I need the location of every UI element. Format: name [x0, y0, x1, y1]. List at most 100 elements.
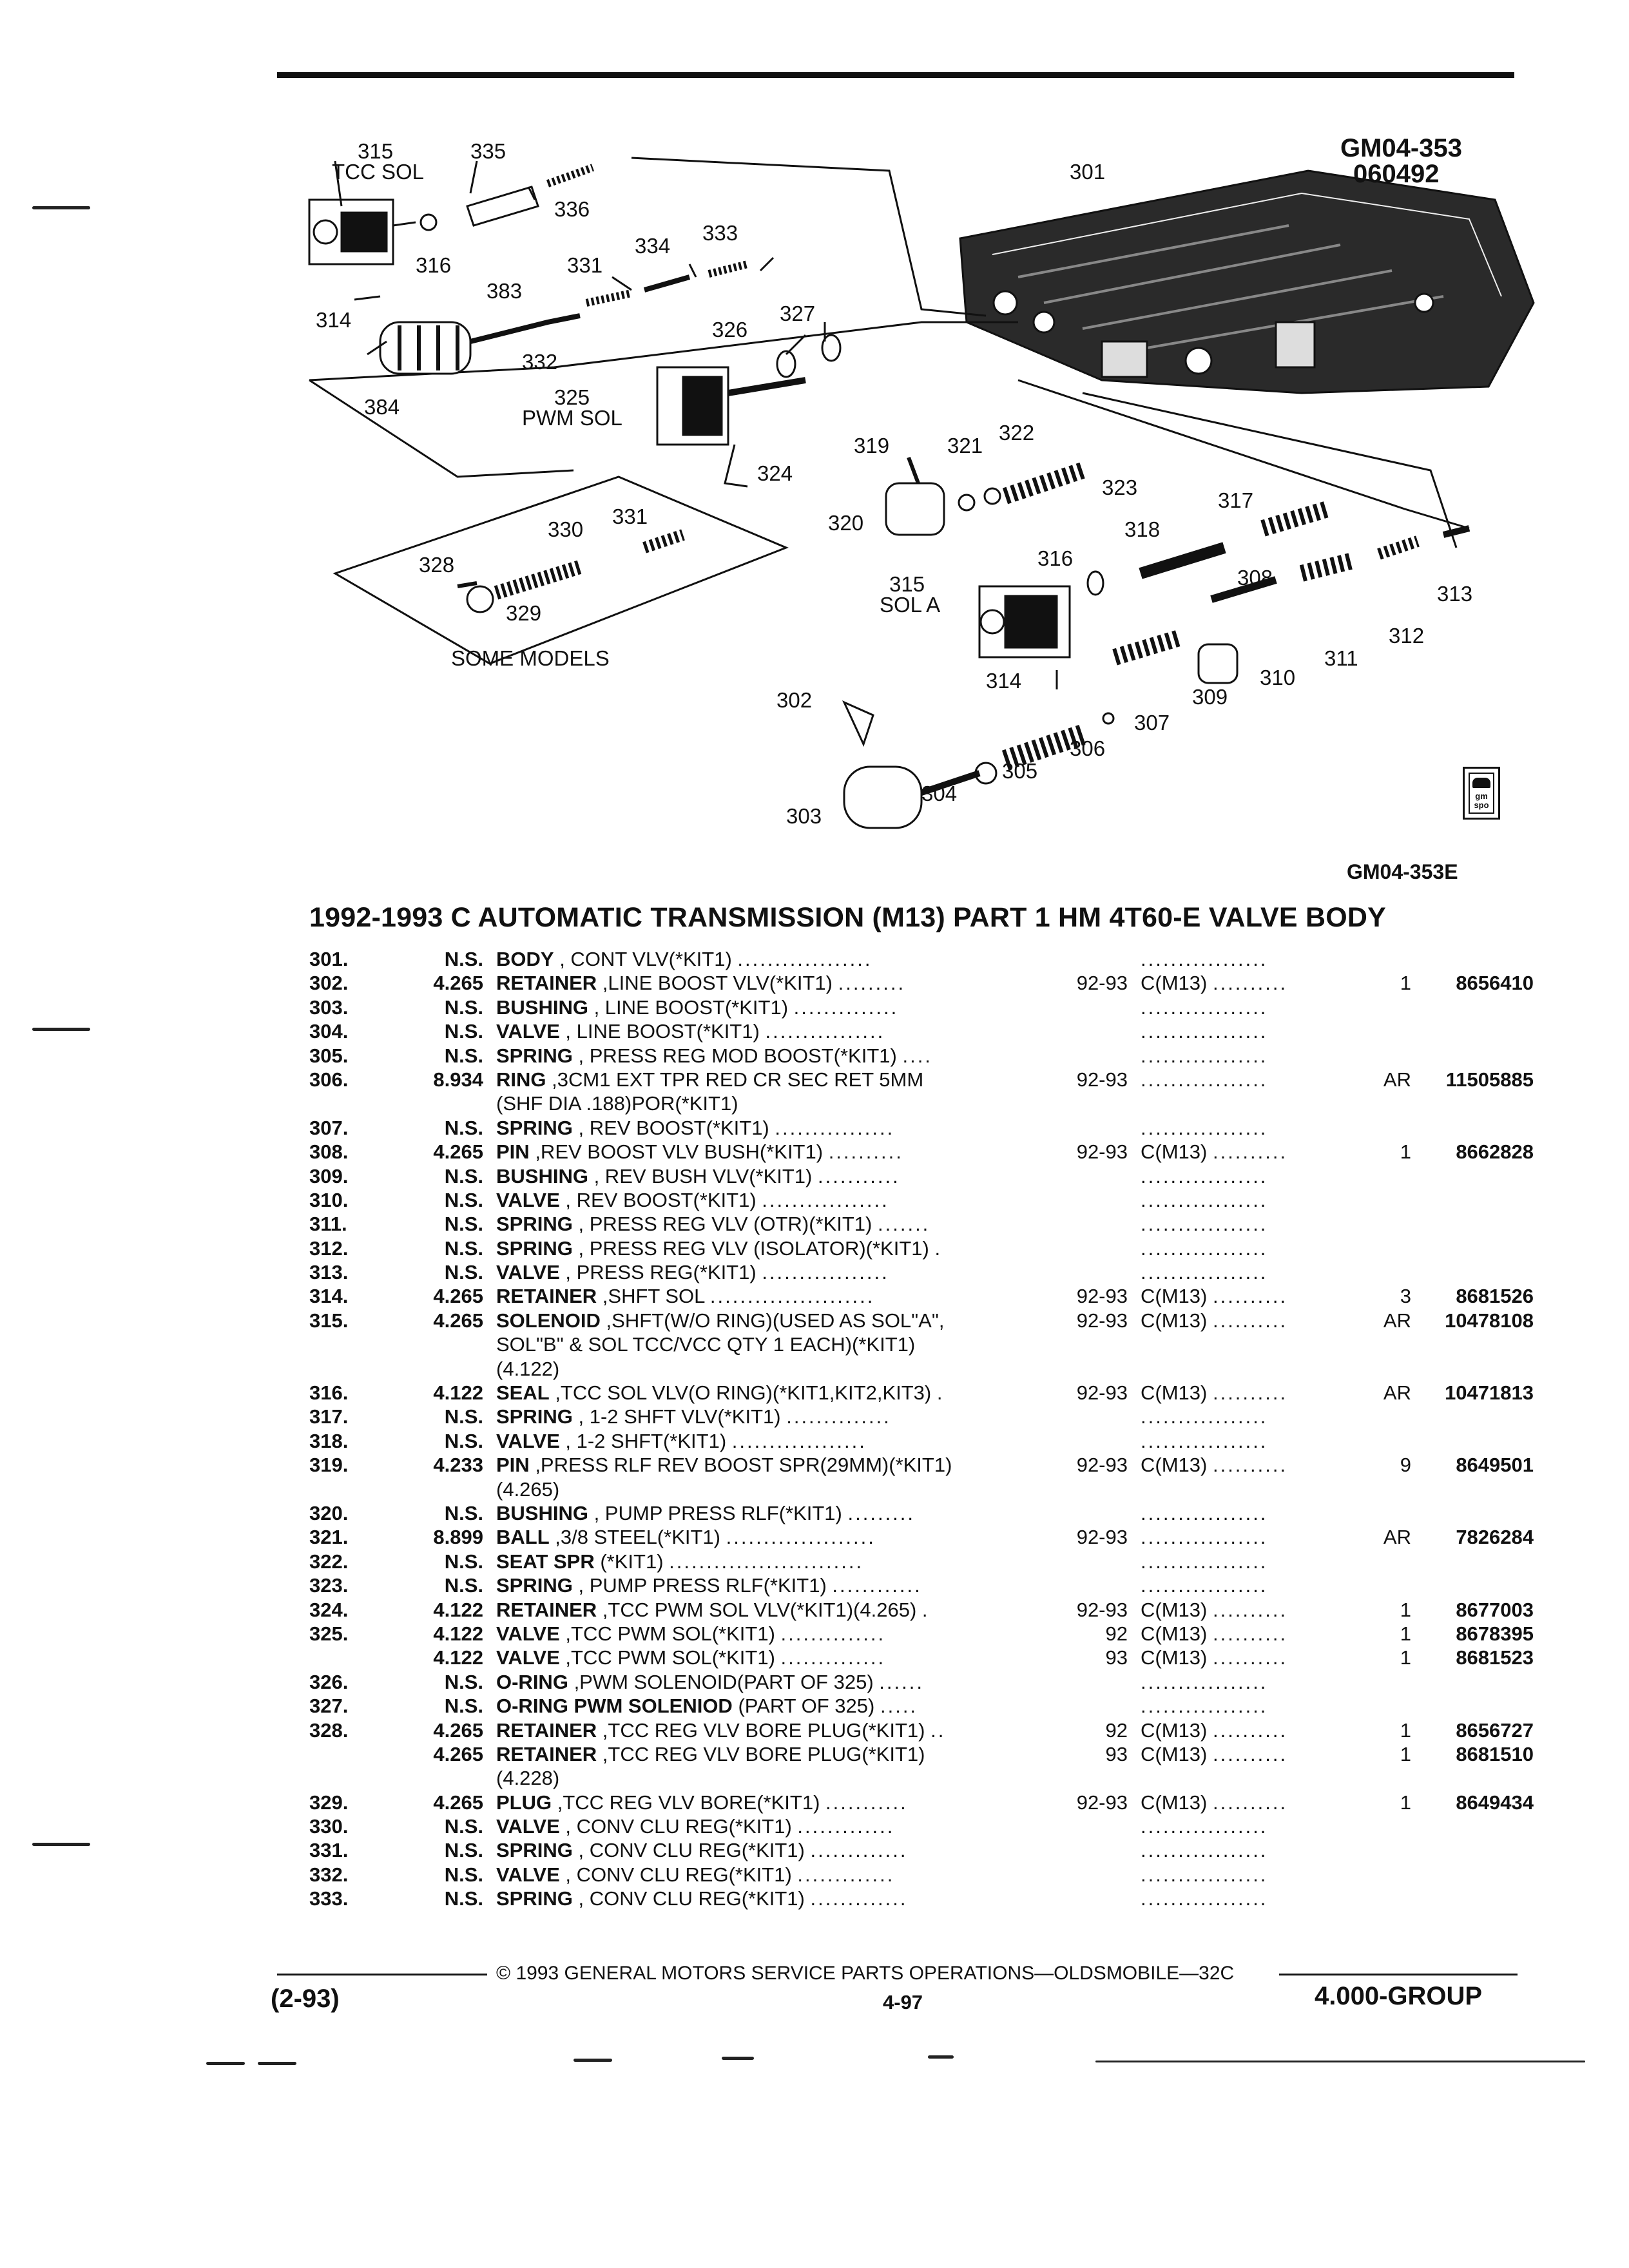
- part-desc-text: (PART OF 325): [738, 1695, 875, 1718]
- parts-row: 322.N.S.SEAT SPR (*KIT1) ...............…: [309, 1550, 1534, 1573]
- callout-331-inset: 331: [612, 505, 648, 528]
- callout-tcc-sol-label: TCC SOL: [332, 160, 425, 184]
- part-description: VALVE ,TCC PWM SOL(*KIT1) ..............: [496, 1646, 885, 1669]
- part-desc-text: , REV BOOST(*KIT1): [565, 1188, 757, 1211]
- callout-308: 308: [1237, 566, 1273, 590]
- part-desc-text: (4.228): [496, 1767, 560, 1790]
- part-item-number: 301.: [309, 948, 349, 970]
- part-model-dots: .................: [1141, 1863, 1268, 1886]
- part-model: .................: [1141, 1814, 1268, 1838]
- part-leader-dots: ...........: [825, 1791, 908, 1814]
- part-description: SPRING , PRESS REG MOD BOOST(*KIT1) ....: [496, 1044, 932, 1068]
- part-item-number: 302.: [309, 972, 349, 995]
- part-model-dots: .................: [1141, 1236, 1268, 1260]
- part-quantity: AR: [1383, 1381, 1411, 1405]
- part-model: C(M13) ..........: [1141, 1453, 1287, 1477]
- part-description: BUSHING , PUMP PRESS RLF(*KIT1) ........…: [496, 1501, 915, 1525]
- gm-spo-logo: gm spo: [1463, 767, 1500, 820]
- part-description: RETAINER ,TCC PWM SOL VLV(*KIT1)(4.265) …: [496, 1598, 930, 1622]
- part-model-code: C(M13): [1141, 972, 1208, 995]
- callout-314-tcc: 314: [316, 308, 352, 332]
- part-desc-text: ,TCC REG VLV BORE PLUG(*KIT1): [602, 1742, 925, 1765]
- part-description: SPRING , 1-2 SHFT VLV(*KIT1) ...........…: [496, 1405, 891, 1428]
- part-model-dots: .................: [1141, 1429, 1268, 1452]
- part-desc-text: , CONV CLU REG(*KIT1): [565, 1863, 792, 1886]
- parts-row: 332.N.S.VALVE , CONV CLU REG(*KIT1) ....…: [309, 1863, 1534, 1887]
- part-desc-text: , PRESS REG VLV (ISOLATOR)(*KIT1): [578, 1236, 929, 1260]
- part-name: SPRING: [496, 1405, 573, 1428]
- part-leader-dots: .....: [880, 1695, 918, 1718]
- part-year: 93: [1105, 1646, 1128, 1669]
- part-group-number: 4.122: [433, 1646, 483, 1669]
- callout-324: 324: [757, 461, 793, 485]
- part-group-number: N.S.: [444, 1550, 483, 1573]
- part-desc-text: ,TCC SOL VLV(O RING)(*KIT1,KIT2,KIT3): [555, 1381, 932, 1405]
- part-name: SPRING: [496, 1236, 573, 1260]
- part-model: C(M13) ..........: [1141, 1309, 1287, 1332]
- part-name: BALL: [496, 1526, 550, 1549]
- part-leader-dots: ..............: [786, 1405, 891, 1428]
- part-year: 92-93: [1076, 1285, 1128, 1308]
- part-item-number: 318.: [309, 1429, 349, 1452]
- callout-331-top: 331: [567, 253, 603, 277]
- footer-date: (2-93): [271, 1984, 340, 2013]
- scan-mark: [32, 1028, 90, 1031]
- parts-row: 301.N.S.BODY , CONT VLV(*KIT1) .........…: [309, 947, 1534, 971]
- part-quantity: 1: [1400, 1646, 1411, 1669]
- part-model-code: C(M13): [1141, 1622, 1208, 1645]
- part-model-dots: .................: [1141, 1405, 1268, 1428]
- part-model-dots: ..........: [1212, 1718, 1288, 1742]
- callout-334: 334: [635, 234, 671, 258]
- callout-322: 322: [999, 421, 1035, 445]
- part-desc-text: (*KIT1): [600, 1550, 664, 1573]
- part-item-number: 329.: [309, 1791, 349, 1814]
- part-description: VALVE , CONV CLU REG(*KIT1) ............…: [496, 1814, 894, 1838]
- part-name: VALVE: [496, 1646, 560, 1669]
- part-leader-dots: ............: [832, 1574, 922, 1597]
- part-desc-text: ,LINE BOOST VLV(*KIT1): [602, 972, 833, 995]
- part-item-number: 307.: [309, 1116, 349, 1139]
- part-name: RETAINER: [496, 1742, 597, 1765]
- parts-row: (4.122): [309, 1357, 1534, 1381]
- callout-384: 384: [364, 395, 400, 419]
- part-desc-text: ,TCC PWM SOL(*KIT1): [565, 1622, 775, 1645]
- part-name: SEAT SPR: [496, 1550, 595, 1573]
- part-quantity: 3: [1400, 1285, 1411, 1308]
- parts-row: 305.N.S.SPRING , PRESS REG MOD BOOST(*KI…: [309, 1044, 1534, 1068]
- part-name: BUSHING: [496, 1501, 588, 1524]
- part-model: C(M13) ..........: [1141, 1646, 1287, 1669]
- part-model-dots: .................: [1141, 1164, 1268, 1187]
- part-model: .................: [1141, 1068, 1268, 1091]
- part-name: VALVE: [496, 1863, 560, 1886]
- part-name: SEAL: [496, 1381, 550, 1405]
- part-leader-dots: ......: [879, 1670, 924, 1693]
- part-leader-dots: ..........................: [669, 1550, 864, 1573]
- part-description: SEAT SPR (*KIT1) .......................…: [496, 1550, 863, 1573]
- part-group-number: N.S.: [444, 1188, 483, 1211]
- part-leader-dots: ..............: [780, 1646, 886, 1669]
- part-model-dots: ..........: [1212, 972, 1288, 995]
- part-desc-text: ,TCC REG VLV BORE(*KIT1): [557, 1791, 820, 1814]
- part-desc-text: (SHF DIA .188)POR(*KIT1): [496, 1092, 738, 1115]
- part-item-number: 308.: [309, 1140, 349, 1164]
- part-quantity: AR: [1383, 1309, 1411, 1332]
- part-year: 92-93: [1076, 1598, 1128, 1621]
- parts-row: 320.N.S.BUSHING , PUMP PRESS RLF(*KIT1) …: [309, 1501, 1534, 1525]
- callout-306: 306: [1070, 736, 1106, 760]
- part-description: VALVE , LINE BOOST(*KIT1) ..............…: [496, 1019, 885, 1043]
- part-model-dots: ..........: [1212, 1622, 1288, 1645]
- part-group-number: N.S.: [444, 1020, 483, 1043]
- part-group-number: 4.122: [433, 1598, 483, 1621]
- part-leader-dots: .........: [838, 972, 906, 995]
- part-desc-text: ,3/8 STEEL(*KIT1): [555, 1526, 720, 1549]
- part-item-number: 306.: [309, 1068, 349, 1091]
- part-desc-text: ,PWM SOLENOID(PART OF 325): [574, 1670, 874, 1693]
- callout-326: 326: [712, 318, 748, 341]
- part-number: 8656410: [1456, 972, 1534, 995]
